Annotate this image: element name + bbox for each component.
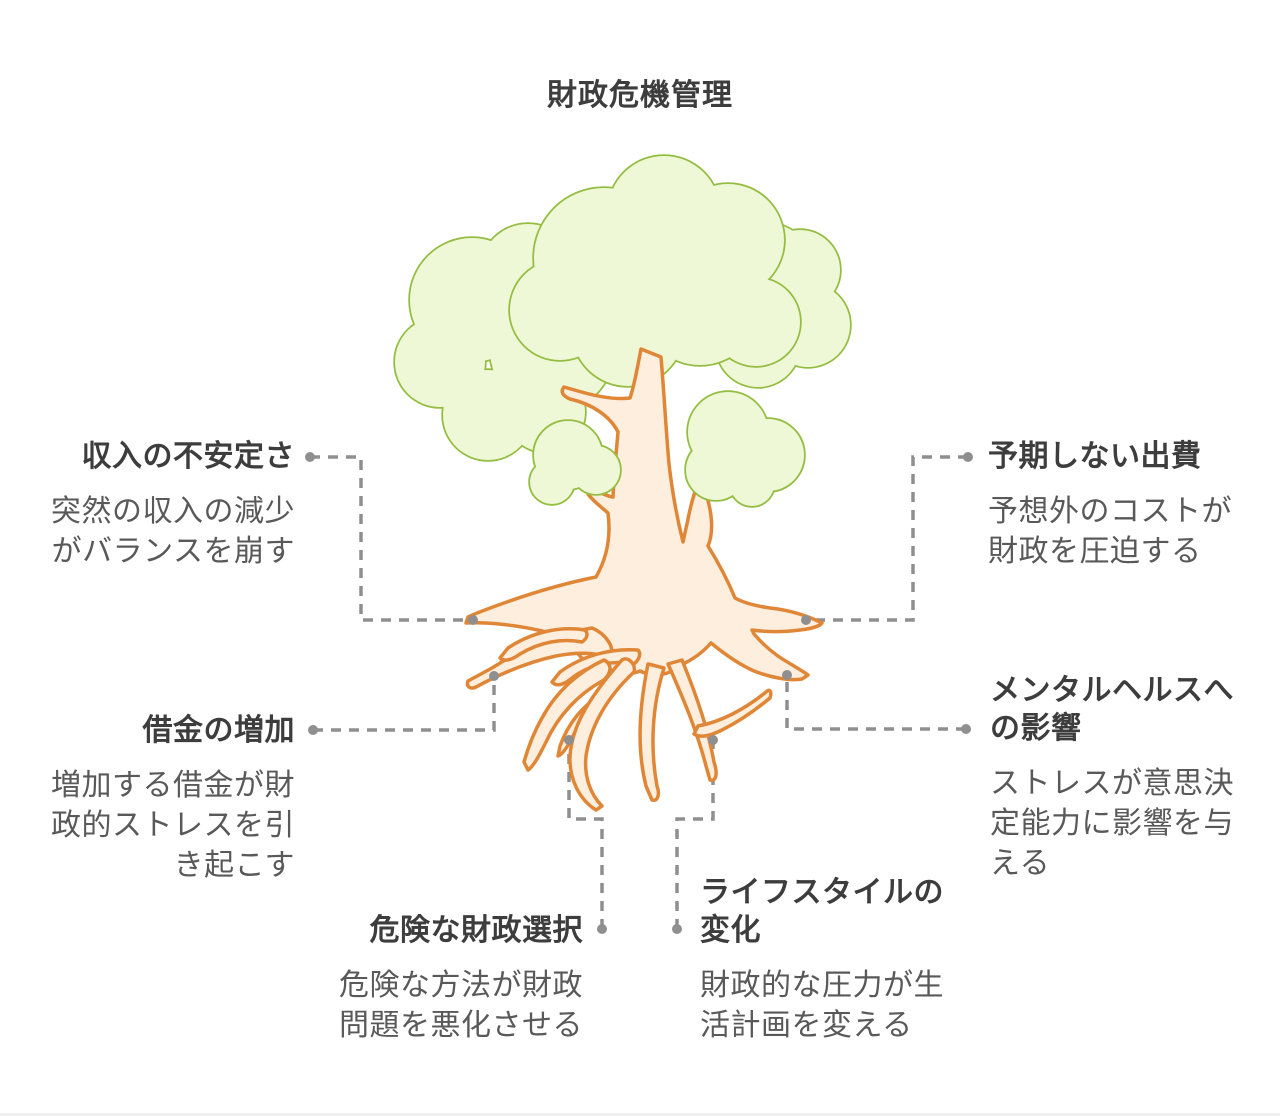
label-lifestyle-body: 財政的な圧力が生 活計画を変える [700, 969, 944, 1042]
dot-debt-label [308, 725, 318, 735]
dot-expense-root [801, 615, 811, 625]
dot-income-root [468, 615, 478, 625]
connector-debt [313, 672, 496, 732]
dot-risky-label [597, 924, 607, 934]
dot-mental-root [782, 670, 792, 680]
root-hook-right [692, 688, 773, 738]
label-risky-body: 危険な方法が財政 問題を悪化させる [339, 969, 583, 1042]
foliage-top-cloud [508, 154, 802, 388]
dot-lifestyle-label [672, 924, 682, 934]
connector-dots [305, 452, 973, 934]
foliage-small-right-cloud [684, 390, 806, 508]
page-title: 財政危機管理 [547, 79, 733, 112]
label-income-body: 突然の収入の減少 がバランスを崩す [51, 495, 295, 568]
label-debt-heading: 借金の増加 [142, 714, 295, 747]
label-debt-body: 増加する借金が財 政的ストレスを引 き起こす [51, 769, 295, 882]
dot-debt-root [489, 671, 499, 681]
label-lifestyle-change: ライフスタイルの 変化 財政的な圧力が生 活計画を変える [700, 874, 1000, 1046]
label-expense-body: 予想外のコストが 財政を圧迫する [988, 495, 1232, 568]
connector-mental [785, 672, 966, 731]
label-mental-heading: メンタルヘルスへ の影響 [990, 674, 1234, 745]
connector-expense [800, 455, 968, 622]
label-risky-heading: 危険な財政選択 [369, 914, 583, 947]
root-hook-inner [550, 647, 642, 687]
label-increasing-debt: 借金の増加 増加する借金が財 政的ストレスを引 き起こす [15, 712, 295, 886]
dot-lifestyle-root [708, 735, 718, 745]
label-income-heading: 収入の不安定さ [81, 440, 295, 473]
label-unexpected-expenses: 予期しない出費 予想外のコストが 財政を圧迫する [988, 438, 1280, 572]
root-hook-upper [498, 627, 589, 662]
label-lifestyle-heading: ライフスタイルの 変化 [700, 876, 944, 947]
label-expense-heading: 予期しない出費 [988, 440, 1202, 473]
connector-income [310, 455, 478, 622]
label-mental-body: ストレスが意思決 定能力に影響を与 える [990, 767, 1234, 880]
trunk-and-roots [464, 347, 824, 812]
dot-mental-label [961, 724, 971, 734]
bottom-divider [0, 1113, 1280, 1116]
root-center [638, 662, 666, 803]
dot-income-label [305, 452, 315, 462]
label-income-instability: 収入の不安定さ 突然の収入の減少 がバランスを崩す [15, 438, 295, 572]
label-mental-health: メンタルヘルスへ の影響 ストレスが意思決 定能力に影響を与 える [990, 672, 1280, 884]
connector-risky [567, 736, 604, 929]
dot-risky-root [564, 735, 574, 745]
root-center-right [666, 658, 718, 783]
foliage-small-left-cloud [528, 419, 622, 506]
label-risky-choices: 危険な財政選択 危険な方法が財政 問題を悪化させる [303, 912, 583, 1046]
root-center-left [568, 657, 637, 812]
dot-expense-label [963, 452, 973, 462]
